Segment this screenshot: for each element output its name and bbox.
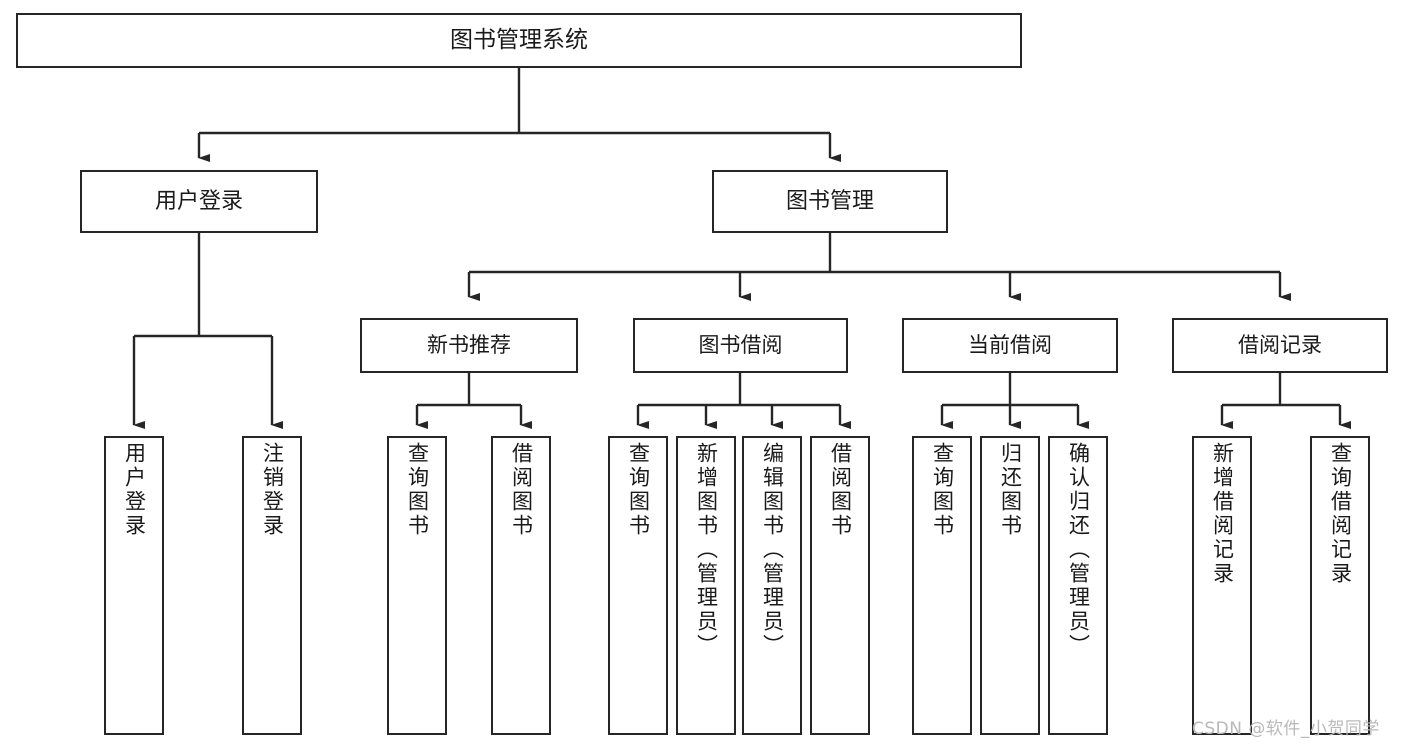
leaf-borrow-book-recommend[interactable]: 借阅图书	[491, 436, 551, 735]
node-label: 归还图书	[998, 442, 1023, 538]
node-label: 新增借阅记录	[1210, 442, 1235, 586]
leaf-add-book-admin[interactable]: 新增图书（管理员）	[676, 436, 736, 735]
node-user-login[interactable]: 用户登录	[80, 170, 318, 233]
node-label: 借阅图书	[509, 442, 534, 538]
node-root-system[interactable]: 图书管理系统	[16, 13, 1022, 68]
node-label: 查询图书	[626, 442, 651, 538]
leaf-borrow-book[interactable]: 借阅图书	[810, 436, 870, 735]
node-label: 用户登录	[154, 188, 243, 214]
leaf-confirm-return-admin[interactable]: 确认归还（管理员）	[1048, 436, 1108, 735]
node-book-borrow[interactable]: 图书借阅	[633, 318, 848, 373]
node-label: 新书推荐	[427, 333, 511, 358]
node-label: 借阅图书	[828, 442, 853, 538]
leaf-user-login[interactable]: 用户登录	[104, 436, 164, 735]
node-label: 查询借阅记录	[1328, 442, 1353, 586]
node-label: 借阅记录	[1238, 333, 1322, 358]
leaf-query-book-borrow[interactable]: 查询图书	[608, 436, 668, 735]
node-borrow-record[interactable]: 借阅记录	[1172, 318, 1388, 373]
leaf-return-book[interactable]: 归还图书	[980, 436, 1040, 735]
node-label: 图书管理系统	[450, 26, 588, 53]
node-label: 确认归还（管理员）	[1066, 442, 1091, 658]
leaf-query-book-recommend[interactable]: 查询图书	[387, 436, 447, 735]
node-label: 注销登录	[260, 442, 285, 538]
node-label: 新增图书（管理员）	[694, 442, 719, 658]
node-label: 当前借阅	[968, 333, 1052, 358]
watermark: CSDN @软件_小贺同学	[1192, 719, 1380, 739]
node-new-book-recommend[interactable]: 新书推荐	[360, 318, 578, 373]
node-label: 查询图书	[930, 442, 955, 538]
node-book-management[interactable]: 图书管理	[712, 170, 948, 233]
node-label: 编辑图书（管理员）	[760, 442, 785, 658]
node-current-borrow[interactable]: 当前借阅	[902, 318, 1118, 373]
node-label: 图书借阅	[698, 333, 783, 358]
leaf-edit-book-admin[interactable]: 编辑图书（管理员）	[742, 436, 802, 735]
node-label: 查询图书	[405, 442, 430, 538]
leaf-query-borrow-record[interactable]: 查询借阅记录	[1310, 436, 1370, 735]
node-label: 图书管理	[785, 188, 874, 214]
leaf-query-book-current[interactable]: 查询图书	[912, 436, 972, 735]
node-label: 用户登录	[122, 442, 147, 538]
leaf-add-borrow-record[interactable]: 新增借阅记录	[1192, 436, 1252, 735]
leaf-logout[interactable]: 注销登录	[242, 436, 302, 735]
